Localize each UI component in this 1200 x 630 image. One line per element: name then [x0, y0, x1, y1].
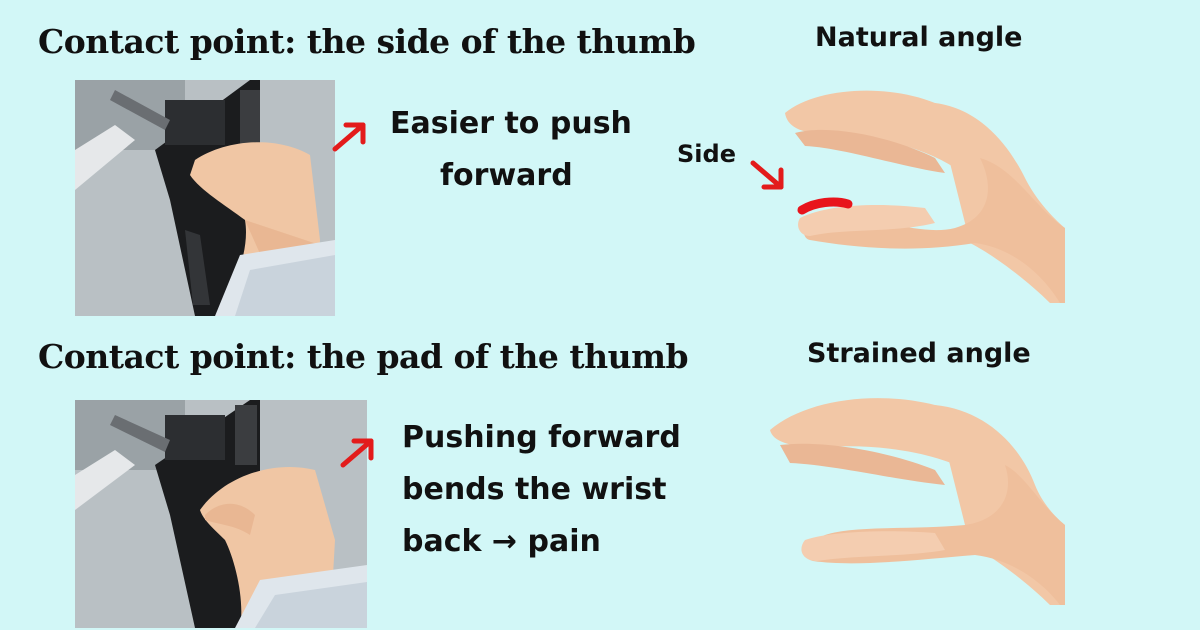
arrow-up-right-icon [332, 122, 366, 152]
arrow-down-right-icon [750, 160, 784, 190]
bottom-caption-line-1: Pushing forward [402, 420, 681, 455]
bottom-caption: Pushing forward bends the wrist back → p… [402, 412, 681, 568]
bottom-heading: Contact point: the pad of the thumb [38, 337, 689, 376]
strained-angle-hand-photo [770, 398, 1065, 605]
strained-angle-label: Strained angle [807, 338, 1031, 369]
device-side-thumb-photo [75, 80, 335, 316]
top-caption-line-2: forward [440, 158, 573, 193]
top-caption-line-1: Easier to push [390, 106, 632, 141]
top-caption: Easier to push forward [390, 98, 632, 202]
natural-angle-label: Natural angle [815, 22, 1023, 53]
bottom-caption-line-2: bends the wrist [402, 472, 667, 507]
side-label: Side [677, 140, 736, 168]
natural-angle-hand-photo [785, 90, 1065, 303]
bottom-caption-line-3: back → pain [402, 524, 601, 559]
device-pad-thumb-photo [75, 400, 367, 628]
arrow-up-right-icon [340, 438, 374, 468]
top-heading: Contact point: the side of the thumb [38, 22, 696, 61]
